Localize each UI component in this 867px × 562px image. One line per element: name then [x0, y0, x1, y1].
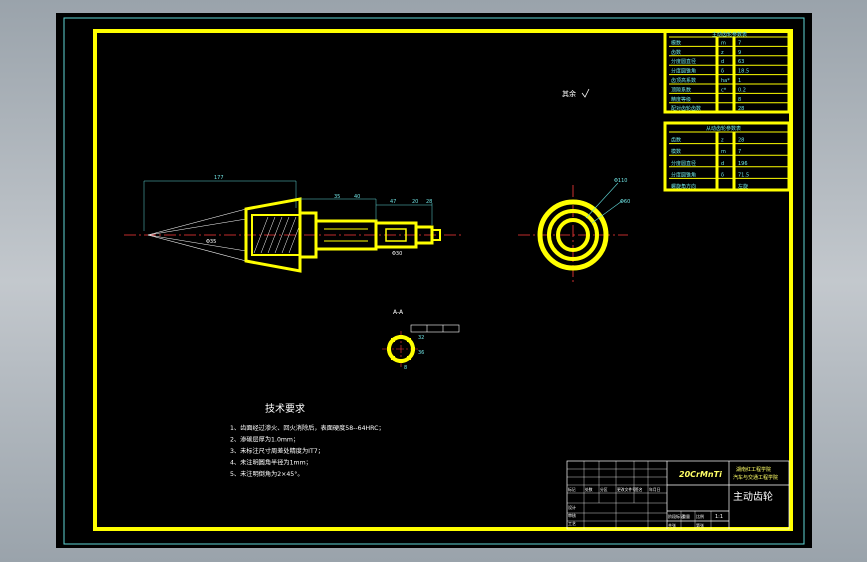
- title-block-role-label: 设计: [568, 504, 576, 510]
- table-param-name: 分度圆锥角: [671, 68, 696, 75]
- title-block-extra-label: 比例: [696, 513, 704, 519]
- title-block-extra-label: 共张: [668, 522, 676, 528]
- title-block-mark-label: 年月日: [649, 487, 661, 492]
- table-param-name: 齿顶高系数: [671, 77, 696, 84]
- dept-name: 汽车与交通工程学院: [733, 474, 778, 481]
- table-param-name: 模数: [671, 39, 681, 46]
- dim-diameter-2: Φ30: [392, 251, 402, 257]
- table-param-value: 左旋: [738, 183, 748, 190]
- table-1-title: 主动齿轮参数表: [712, 31, 747, 38]
- table-param-name: 齿数: [671, 137, 681, 144]
- dim-radial-2: Φ60: [620, 199, 630, 205]
- table-param-value: 8: [738, 97, 741, 103]
- table-param-symbol: d: [721, 161, 724, 167]
- title-block-mark-label: 更改文件号: [617, 487, 636, 492]
- title-block-mark-label: 处数: [585, 487, 593, 492]
- table-param-value: 28: [738, 138, 744, 144]
- title-block-role-label: 工艺: [568, 521, 576, 526]
- tech-req-item: 5、未注明倒角为2×45°。: [230, 470, 304, 478]
- table-param-name: 螺旋角方向: [671, 183, 696, 190]
- table-param-symbol: δ: [721, 69, 724, 75]
- table-param-symbol: z: [721, 138, 724, 144]
- title-block-role-label: 审核: [568, 512, 576, 518]
- drawing-frame: [93, 29, 793, 531]
- title-block-mark-label: 标记: [568, 487, 576, 492]
- technical-requirements: 技术要求 1、齿面经过渗火、回火消除后，表面硬度58--64HRC； 2、渗碳层厚…: [230, 402, 385, 478]
- table-param-symbol: m: [721, 149, 726, 155]
- shaft-front-view: 177 35 40 47 20 28 Φ35 Φ30: [124, 175, 461, 273]
- title-block-mark-label: 分区: [600, 487, 608, 492]
- gear-end-view: Φ110 Φ60: [518, 178, 630, 283]
- table-param-name: 精度等级: [671, 96, 691, 103]
- table-param-name: 分度圆直径: [671, 58, 696, 65]
- part-name: 主动齿轮: [733, 490, 773, 503]
- table-param-name: 分度圆锥角: [671, 171, 696, 178]
- dim-length-2: 40: [354, 194, 360, 200]
- title-block-mark-label: 签名: [635, 487, 643, 492]
- table-param-value: 7: [738, 149, 741, 155]
- scale: 1:1: [715, 514, 723, 520]
- table-param-name: 分度圆直径: [671, 160, 696, 167]
- dim-length-3: 47: [390, 199, 396, 205]
- dim-spline-3: 36: [418, 350, 424, 356]
- sheet-border: [63, 17, 805, 545]
- tech-req-item: 1、齿面经过渗火、回火消除后，表面硬度58--64HRC；: [230, 424, 385, 432]
- table-param-symbol: d: [721, 59, 724, 65]
- table-2-title: 从动齿轮参数表: [706, 125, 741, 132]
- table-param-symbol: z: [721, 50, 724, 56]
- tech-req-item: 2、渗碳层厚为1.0mm；: [230, 436, 299, 444]
- title-block: 20CrMnTi 湖南红工程学院 汽车与交通工程学院 主动齿轮 1:1 标记 处数…: [566, 460, 790, 530]
- section-label: A-A: [393, 309, 404, 316]
- dim-overall-length: 177: [214, 175, 224, 181]
- table-param-value: 63: [738, 59, 744, 65]
- dim-length-4: 20: [412, 199, 418, 205]
- spline-section-view: A-A 8 32 36: [382, 309, 460, 371]
- title-block-extra-label: 第张: [696, 522, 704, 528]
- dim-spline-2: 32: [418, 335, 424, 341]
- tech-req-item: 4、未注明圆角半径为1mm；: [230, 459, 312, 467]
- table-param-value: 28: [738, 106, 744, 112]
- tech-req-title: 技术要求: [265, 402, 305, 415]
- table-param-symbol: m: [721, 40, 726, 46]
- title-block-extra-label: 重量: [682, 513, 690, 519]
- title-block-extra-label: 阶段标记: [668, 513, 684, 519]
- table-param-name: 模数: [671, 148, 681, 155]
- table-param-value: 18.5: [738, 69, 749, 75]
- material: 20CrMnTi: [679, 470, 722, 479]
- tech-req-item: 3、未标注尺寸周差处精度为IT7；: [230, 447, 324, 455]
- table-param-value: 0.2: [738, 87, 746, 93]
- roughness-symbol-icon: [581, 88, 590, 98]
- table-param-value: 71.5: [738, 172, 749, 178]
- surface-note: 其余: [562, 89, 576, 98]
- dim-length-1: 35: [334, 194, 340, 200]
- table-param-name: 顶隙系数: [671, 86, 691, 93]
- dim-radial-1: Φ110: [614, 178, 627, 184]
- table-param-symbol: c*: [721, 87, 727, 93]
- drawing-canvas: 模数 m 7 齿数 z 9 分度圆直径 d 63 分度圆锥角 δ 18.5 齿顶高系数 ha* 1 顶隙系数 c…: [56, 13, 812, 548]
- table-param-value: 9: [738, 50, 741, 56]
- gear-parameter-table-2: 齿数 z 28 模数 m 7 分度圆直径 d 196 分度圆锥角 δ 71.5 螺旋角方向 左旋 从动齿轮…: [663, 121, 791, 192]
- table-param-value: 1: [738, 78, 741, 84]
- table-param-name: 配对齿轮齿数: [671, 105, 701, 112]
- cad-drawing: 模数 m 7 齿数 z 9 分度圆直径 d 63 分度圆锥角 δ 18.5 齿顶高系数 ha* 1 顶隙系数 c…: [63, 17, 805, 545]
- table-param-symbol: δ: [721, 172, 724, 178]
- table-param-symbol: ha*: [721, 78, 730, 84]
- dim-length-5: 28: [426, 199, 432, 205]
- dim-spline-1: 8: [404, 365, 407, 371]
- dim-diameter-1: Φ35: [206, 239, 216, 245]
- table-param-value: 196: [738, 161, 748, 167]
- table-param-value: 7: [738, 40, 741, 46]
- gear-parameter-table-1: 模数 m 7 齿数 z 9 分度圆直径 d 63 分度圆锥角 δ 18.5 齿顶高系数 ha* 1 顶隙系数 c…: [663, 29, 791, 114]
- school-name: 湖南红工程学院: [736, 466, 771, 473]
- table-param-name: 齿数: [671, 49, 681, 56]
